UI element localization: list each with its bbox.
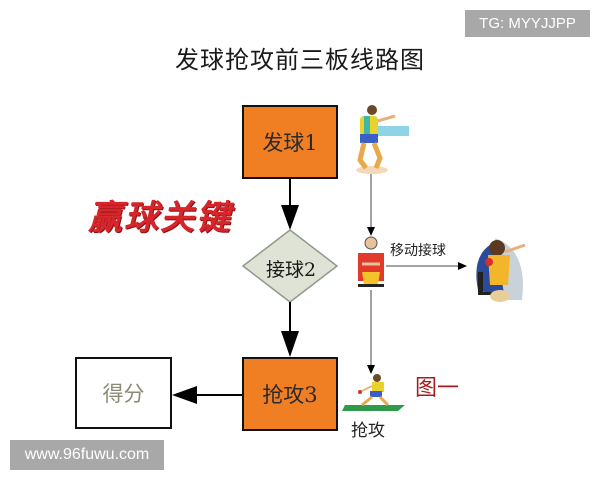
- watermark-bottom-left: www.96fuwu.com: [10, 440, 164, 470]
- serving-player-icon: [356, 105, 409, 174]
- receive-node-label: 接球2: [265, 259, 317, 281]
- side-arrow-receive-to-attack: [367, 290, 375, 374]
- slogan-text: 赢球关键: [88, 198, 232, 238]
- serve-node-label: 发球1: [262, 131, 318, 155]
- receiving-player-icon: [358, 236, 384, 287]
- diagram-title: 发球抢攻前三板线路图: [175, 46, 425, 74]
- arrow-receive-to-attack: [281, 302, 299, 357]
- serve-node: 发球1: [242, 105, 338, 179]
- attack-node: 抢攻3: [242, 357, 338, 431]
- figure-label: 图一: [415, 376, 460, 401]
- arrow-serve-to-receive: [281, 179, 299, 230]
- arrow-attack-to-score: [172, 386, 242, 404]
- move-receive-label: 移动接球: [390, 243, 446, 259]
- attacking-player-icon: [342, 374, 405, 411]
- moving-player-icon: [476, 238, 526, 302]
- attack-label: 抢攻: [351, 421, 385, 441]
- side-arrow-move-receive: [386, 262, 467, 270]
- score-node-label: 得分: [102, 382, 145, 406]
- attack-node-label: 抢攻3: [262, 383, 318, 407]
- score-node: 得分: [75, 357, 172, 429]
- watermark-top-right: TG: MYYJJPP: [465, 10, 590, 37]
- side-arrow-serve-to-receive: [367, 170, 375, 236]
